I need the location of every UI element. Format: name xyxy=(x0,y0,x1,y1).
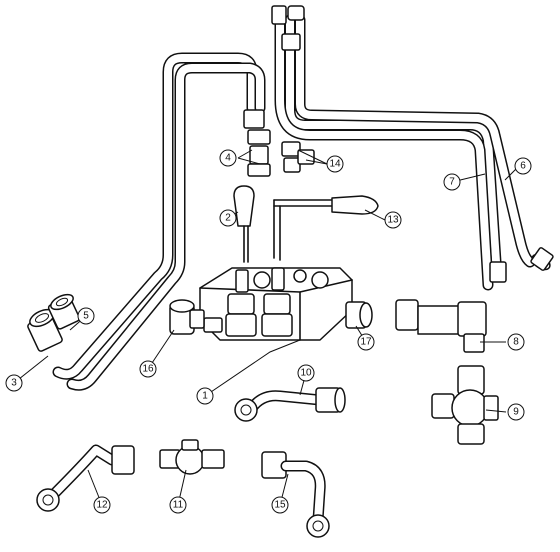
elbow-fitting-16 xyxy=(169,299,205,335)
callout-label: 1 xyxy=(202,391,208,402)
callout-label: 17 xyxy=(360,337,372,348)
callout-label: 6 xyxy=(520,161,526,172)
callout-label: 14 xyxy=(329,159,341,170)
callout-15: 15 xyxy=(271,496,289,514)
callout-label: 13 xyxy=(387,215,399,226)
callout-10: 10 xyxy=(297,364,315,382)
tube-15 xyxy=(261,451,330,538)
callout-label: 12 xyxy=(96,500,108,511)
callout-label: 16 xyxy=(142,364,154,375)
callout-11: 11 xyxy=(169,496,187,514)
callout-label: 5 xyxy=(83,311,89,322)
callout-label: 8 xyxy=(513,337,519,348)
callout-17: 17 xyxy=(357,333,375,351)
callout-9: 9 xyxy=(507,403,525,421)
callout-13: 13 xyxy=(384,211,402,229)
callout-label: 10 xyxy=(300,368,312,379)
upper-right-hydraulic-pipes xyxy=(271,5,554,291)
callout-label: 7 xyxy=(449,177,455,188)
callout-16: 16 xyxy=(139,360,157,378)
callout-label: 4 xyxy=(225,153,231,164)
control-handle xyxy=(233,185,255,263)
adapter-fittings xyxy=(243,109,315,177)
elbow-fitting-8 xyxy=(395,299,487,353)
callout-label: 11 xyxy=(173,500,184,511)
callout-4: 4 xyxy=(219,149,237,167)
callout-label: 3 xyxy=(11,378,17,389)
lever xyxy=(273,195,379,261)
callout-label: 15 xyxy=(274,500,286,511)
tube-12 xyxy=(36,444,135,512)
callout-7: 7 xyxy=(443,173,461,191)
adapter-fitting-17 xyxy=(345,301,373,329)
callout-14: 14 xyxy=(326,155,344,173)
callout-6: 6 xyxy=(514,157,532,175)
tube-10 xyxy=(234,387,346,422)
callout-12: 12 xyxy=(93,496,111,514)
cross-fitting-9 xyxy=(431,365,499,445)
callout-2: 2 xyxy=(219,209,237,227)
callout-3: 3 xyxy=(5,374,23,392)
tee-fitting-11 xyxy=(159,439,225,475)
callout-8: 8 xyxy=(507,333,525,351)
callout-label: 9 xyxy=(513,407,519,418)
left-hydraulic-pipe xyxy=(27,52,266,391)
callout-1: 1 xyxy=(196,387,214,405)
callout-label: 2 xyxy=(225,213,231,224)
callout-5: 5 xyxy=(77,307,95,325)
valve-body xyxy=(199,267,353,341)
